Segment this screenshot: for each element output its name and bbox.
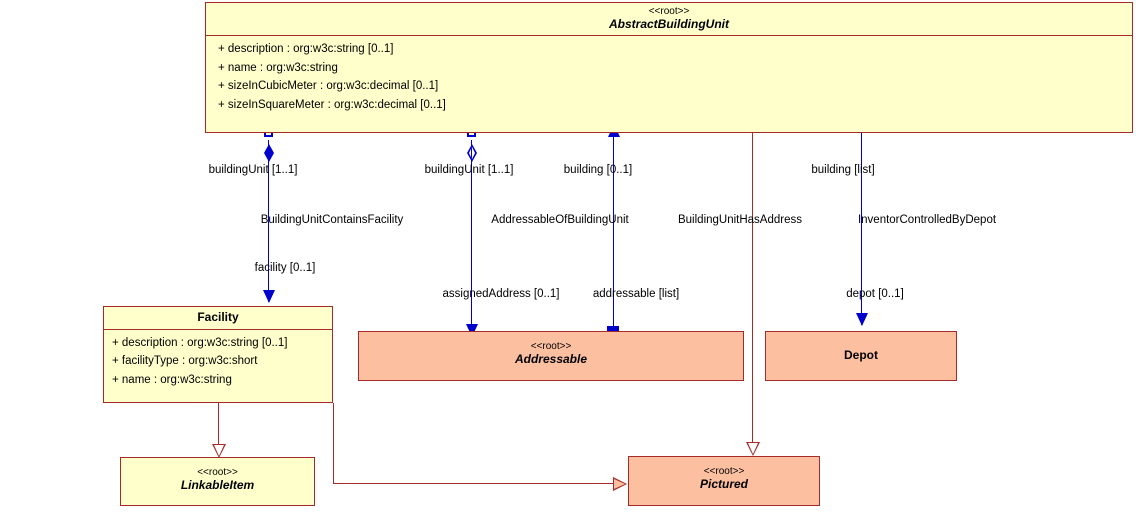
class-header-facility: Facility	[104, 307, 332, 329]
attribute-row: + sizeInSquareMeter : org:w3c:decimal [0…	[218, 98, 446, 111]
attribute-row: + sizeInCubicMeter : org:w3c:decimal [0.…	[218, 80, 439, 93]
attribute-row: + description : org:w3c:string [0..1]	[218, 43, 394, 56]
edge-label-building-list: building [list]	[811, 164, 875, 176]
generalization-arrowhead-inner	[748, 443, 758, 454]
attribute-row: + name : org:w3c:string	[218, 61, 338, 74]
class-header-abstract-building-unit: <<root>> AbstractBuildingUnit	[206, 3, 1132, 35]
generalization-abstract-building-unit-to-pictured-line[interactable]	[752, 133, 753, 442]
class-header-depot: Depot	[766, 332, 956, 367]
generalization-facility-to-linkable-item-line[interactable]	[218, 403, 219, 444]
edge-label-assigned-address-0-1: assignedAddress [0..1]	[442, 288, 560, 300]
connector-addressable-of-building-unit-aggregation-diamond	[467, 144, 477, 162]
edge-label-building-unit-1: buildingUnit [1..1]	[208, 164, 298, 176]
class-stereotype: <<root>>	[197, 467, 238, 478]
attribute-row: + description : org:w3c:string [0..1]	[112, 336, 288, 349]
class-name: Addressable	[514, 351, 588, 366]
edge-label-building-0-1: building [0..1]	[563, 164, 633, 176]
association-name-building-unit-has-address: BuildingUnitHasAddress	[677, 214, 803, 226]
class-depot[interactable]: Depot	[765, 331, 957, 381]
class-header-linkable-item: <<root>> LinkableItem	[121, 458, 314, 496]
association-name-building-unit-contains-facility: BuildingUnitContainsFacility	[260, 214, 404, 226]
class-attributes-abstract-building-unit: + description : org:w3c:string [0..1] + …	[206, 36, 1132, 120]
generalization-abstract-building-unit-to-pictured-arrowhead	[746, 442, 760, 456]
generalization-facility-to-pictured-horizontal[interactable]	[333, 483, 623, 484]
attribute-row: + facilityType : org:w3c:short	[112, 355, 258, 368]
class-header-pictured: <<root>> Pictured	[629, 457, 819, 495]
class-attributes-facility: + description : org:w3c:string [0..1] + …	[104, 330, 332, 396]
aggregation-diamond-inner	[469, 147, 475, 159]
class-header-addressable: <<root>> Addressable	[359, 332, 743, 370]
edge-label-depot-0-1: depot [0..1]	[846, 288, 904, 300]
connector-building-unit-contains-facility-line[interactable]	[268, 140, 269, 302]
edge-label-addressable-list: addressable [list]	[592, 288, 680, 300]
generalization-facility-to-linkable-item-arrowhead	[212, 444, 226, 458]
class-name: LinkableItem	[180, 477, 255, 492]
connector-addressable-of-building-unit-line[interactable]	[471, 140, 472, 336]
class-name: Facility	[197, 310, 239, 324]
association-name-addressable-of-building-unit: AddressableOfBuildingUnit	[491, 214, 629, 226]
class-name: AbstractBuildingUnit	[609, 16, 729, 31]
connector-building-unit-contains-facility-arrowhead	[263, 290, 275, 303]
attribute-row: + name : org:w3c:string	[112, 373, 232, 386]
class-addressable[interactable]: <<root>> Addressable	[358, 331, 744, 381]
generalization-facility-to-pictured-arrowhead	[613, 477, 627, 491]
generalization-arrowhead-inner-2	[214, 445, 224, 456]
class-name: Depot	[844, 348, 878, 362]
generalization-arrowhead-inner-3	[614, 479, 625, 489]
class-pictured[interactable]: <<root>> Pictured	[628, 456, 820, 506]
class-divider	[206, 35, 1132, 37]
class-stereotype: <<root>>	[648, 6, 690, 17]
association-name-inventor-controlled-by-depot: InventorControlledByDepot	[857, 214, 997, 226]
class-abstract-building-unit[interactable]: <<root>> AbstractBuildingUnit + descript…	[205, 2, 1133, 133]
class-name: Pictured	[699, 476, 748, 491]
class-facility[interactable]: Facility + description : org:w3c:string …	[103, 306, 333, 403]
class-linkable-item[interactable]: <<root>> LinkableItem	[120, 457, 315, 506]
edge-label-building-unit-2: buildingUnit [1..1]	[424, 164, 514, 176]
connector-building-unit-has-address-line[interactable]	[613, 133, 614, 326]
connector-building-unit-contains-facility-composition-diamond	[264, 144, 274, 162]
edge-label-facility-0-1: facility [0..1]	[254, 262, 316, 274]
connector-building-unit-has-address-target-marker	[607, 326, 619, 331]
class-stereotype: <<root>>	[703, 466, 745, 477]
class-divider	[104, 328, 332, 330]
connector-inventor-controlled-by-depot-arrowhead	[856, 313, 868, 326]
class-stereotype: <<root>>	[530, 341, 572, 352]
generalization-facility-to-pictured-vertical[interactable]	[333, 403, 334, 483]
connector-inventor-controlled-by-depot-line[interactable]	[861, 133, 862, 325]
